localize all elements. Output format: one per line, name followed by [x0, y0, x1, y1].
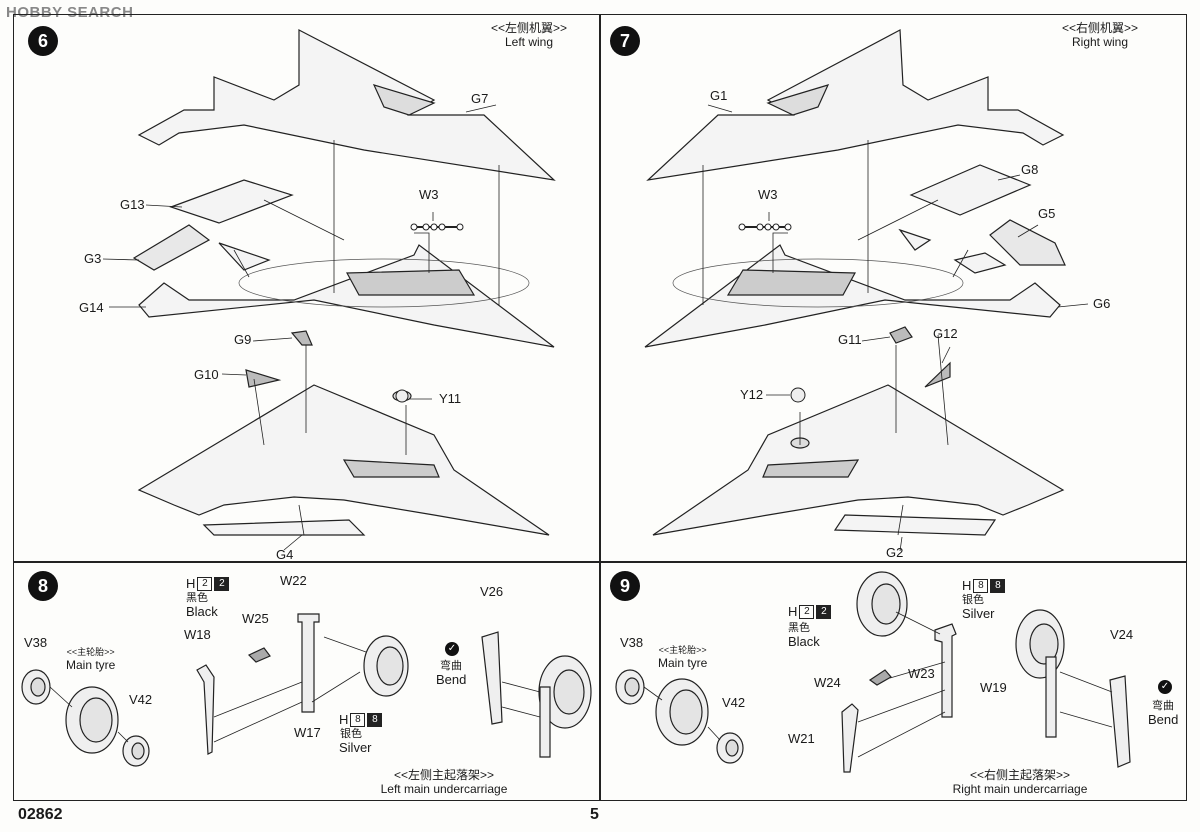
bend-caption-en: Bend [436, 672, 467, 687]
part-label-v24: V24 [1110, 627, 1134, 642]
tyre-caption-en: Main tyre [66, 658, 116, 672]
part-label-g13: G13 [120, 197, 145, 212]
part-label-g10: G10 [194, 367, 219, 382]
paint-name-en: Silver [962, 606, 995, 621]
paint-code-silver: H 8 8 [339, 712, 383, 727]
paint-code-box: 2 [197, 576, 213, 591]
part-label-g7: G7 [471, 91, 489, 106]
part-label-g12: G12 [933, 326, 958, 341]
footer-cn: <<左侧主起落架>> [393, 768, 495, 782]
paint-code-box-dark: 8 [367, 712, 383, 727]
part-label-g5: G5 [1038, 206, 1056, 221]
paint-code-silver: H 8 8 [962, 578, 1006, 593]
step-header: <<左侧机翼>> Left wing [469, 21, 589, 49]
paint-code-prefix: H [339, 712, 349, 727]
part-label-w22: W22 [280, 573, 307, 588]
part-label-w17: W17 [294, 725, 321, 740]
step-number: 6 [28, 26, 58, 56]
header-cn: <<右侧机翼>> [1061, 21, 1139, 35]
part-label-g14: G14 [79, 300, 104, 315]
step-number: 9 [610, 571, 640, 601]
step-8-panel: 8 [13, 561, 601, 801]
tyre-caption-cn: <<主轮胎>> [658, 645, 707, 655]
step-number: 8 [28, 571, 58, 601]
paint-code-prefix: H [962, 578, 972, 593]
paint-code-prefix: H [186, 576, 196, 591]
left-wing-exploded-drawing [102, 29, 556, 551]
part-label-w18: W18 [184, 627, 211, 642]
paint-name-en: Black [788, 634, 820, 649]
part-label-v42: V42 [129, 692, 153, 707]
step-9-panel: 9 [599, 561, 1187, 801]
part-label-g11: G11 [838, 332, 862, 347]
tyre-caption: <<主轮胎>> Main tyre [658, 644, 707, 670]
watermark: HOBBY SEARCH [6, 4, 134, 21]
paint-code-box: 8 [350, 712, 366, 727]
right-wing-exploded-drawing [644, 29, 1089, 552]
tyre-caption-cn: <<主轮胎>> [66, 647, 115, 657]
part-label-g4: G4 [276, 547, 294, 562]
footer-en: Right main undercarriage [952, 782, 1088, 796]
part-label-w24: W24 [814, 675, 841, 690]
step-7-panel: 7 <<右侧机翼>> Right wing [599, 14, 1187, 563]
paint-code-box: 2 [799, 604, 815, 619]
paint-code-box-dark: 2 [214, 576, 230, 591]
paint-code-box-dark: 2 [816, 604, 832, 619]
step-6-panel: 6 <<左侧机翼>> Left wing [13, 14, 601, 563]
part-label-g9: G9 [234, 332, 252, 347]
header-cn: <<左侧机翼>> [490, 21, 568, 35]
part-label-g6: G6 [1093, 296, 1111, 311]
footer-en: Left main undercarriage [380, 782, 508, 796]
footer-cn: <<右侧主起落架>> [969, 768, 1071, 782]
part-label-v38: V38 [620, 635, 644, 650]
part-label-g2: G2 [886, 545, 904, 560]
paint-name-en: Black [186, 604, 218, 619]
paint-name-cn: 银色 [962, 594, 984, 606]
tyre-caption: <<主轮胎>> Main tyre [66, 646, 115, 672]
part-label-g3: G3 [84, 251, 102, 266]
paint-name-cn: 黑色 [186, 592, 208, 604]
part-label-w25: W25 [242, 611, 269, 626]
step-footer-caption: <<左侧主起落架>> Left main undercarriage [359, 768, 529, 796]
part-label-w3: W3 [758, 187, 778, 202]
step-number: 7 [610, 26, 640, 56]
paint-code-black: H 2 2 [186, 576, 230, 591]
part-label-y11: Y11 [439, 391, 462, 406]
part-label-w23: W23 [908, 666, 935, 681]
bend-icon: ✓ [445, 642, 459, 656]
paint-name-cn: 银色 [340, 728, 362, 740]
part-label-y12: Y12 [740, 387, 764, 402]
part-label-w3: W3 [419, 187, 439, 202]
paint-code-prefix: H [788, 604, 798, 619]
page-number: 5 [590, 806, 599, 823]
header-en: Right wing [1071, 35, 1129, 49]
part-label-v26: V26 [480, 584, 504, 599]
paint-code-box: 8 [973, 578, 989, 593]
part-label-g8: G8 [1021, 162, 1039, 177]
part-label-v42: V42 [722, 695, 746, 710]
bend-caption-cn: 弯曲 [440, 660, 462, 672]
step-footer-caption: <<右侧主起落架>> Right main undercarriage [925, 768, 1115, 796]
bend-caption-cn: 弯曲 [1152, 700, 1174, 712]
tyre-caption-en: Main tyre [658, 656, 708, 670]
bend-caption-en: Bend [1148, 712, 1179, 727]
paint-name-cn: 黑色 [788, 622, 810, 634]
paint-name-en: Silver [339, 740, 372, 755]
part-label-w21: W21 [788, 731, 815, 746]
bend-icon: ✓ [1158, 680, 1172, 694]
paint-code-black: H 2 2 [788, 604, 832, 619]
part-label-w19: W19 [980, 680, 1007, 695]
left-undercarriage-drawing [21, 613, 592, 767]
paint-code-box-dark: 8 [990, 578, 1006, 593]
header-en: Left wing [504, 35, 554, 49]
right-undercarriage-drawing [615, 571, 1131, 773]
step-header: <<右侧机翼>> Right wing [1040, 21, 1160, 49]
product-code: 02862 [18, 806, 63, 823]
part-label-v38: V38 [24, 635, 48, 650]
part-label-g1: G1 [710, 88, 728, 103]
